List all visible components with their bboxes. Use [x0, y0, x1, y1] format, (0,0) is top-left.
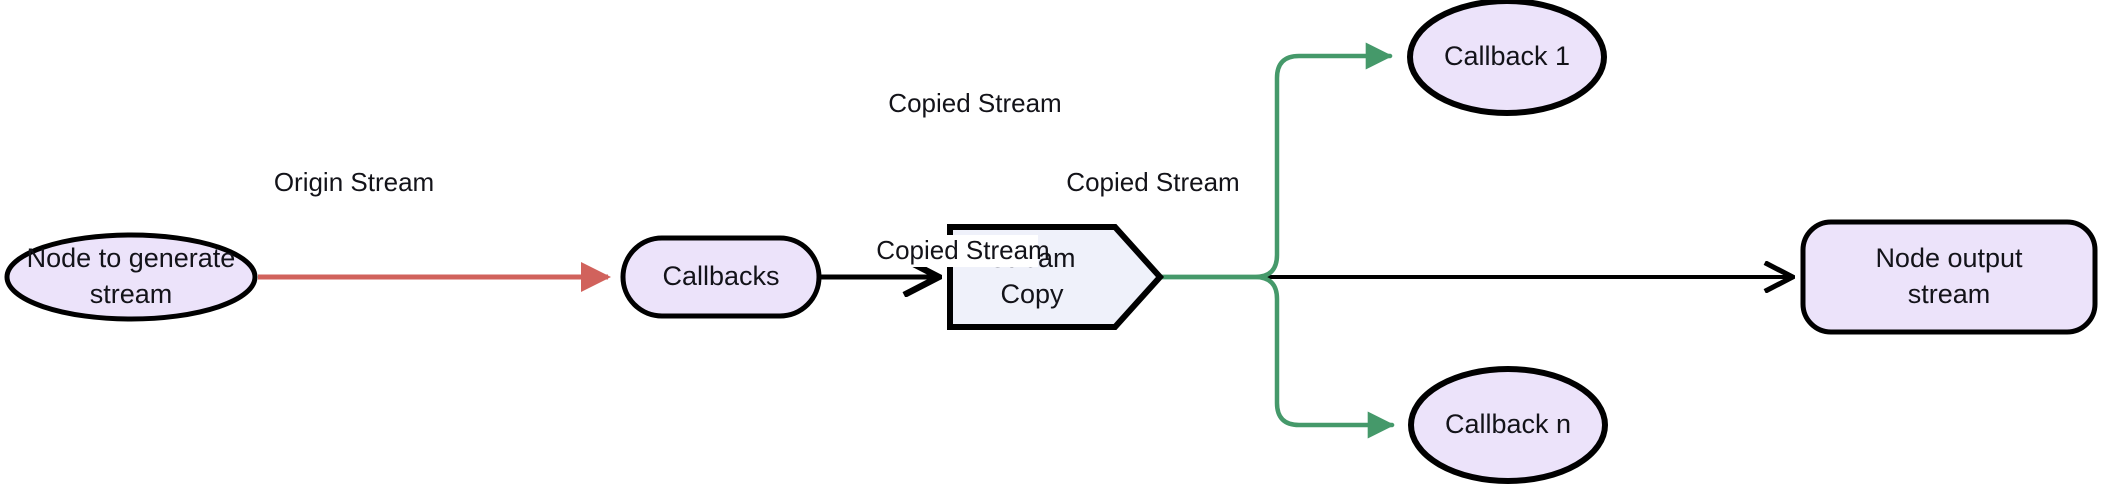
edge-copied-stream-callback-n	[1157, 274, 1395, 439]
node-callback-n[interactable]	[1408, 366, 1608, 484]
edge-copied-stream-callback-1	[1157, 42, 1393, 280]
node-generator[interactable]	[4, 232, 258, 322]
node-output[interactable]	[1800, 219, 2098, 335]
node-callback-1[interactable]	[1407, 0, 1607, 116]
node-callbacks[interactable]	[620, 235, 822, 319]
node-stream-copy[interactable]	[947, 224, 1165, 330]
